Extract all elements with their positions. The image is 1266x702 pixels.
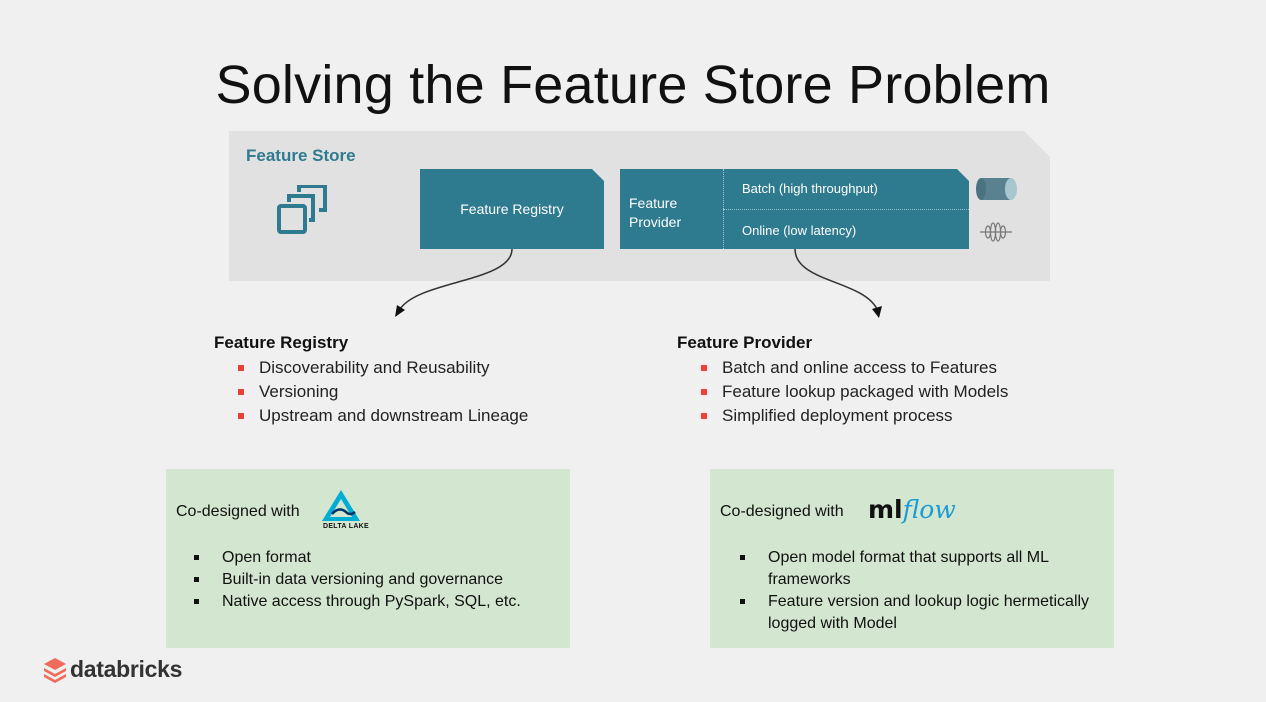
registry-heading: Feature Registry <box>214 333 349 352</box>
page-title: Solving the Feature Store Problem <box>215 55 1051 115</box>
list-item: Feature version and lookup logic hermeti… <box>712 591 1102 635</box>
mlflow-box <box>710 469 1114 648</box>
delta-list: Open format Built-in data versioning and… <box>166 547 521 613</box>
databricks-logo-text: databricks <box>70 656 183 682</box>
database-cylinder-icon <box>976 178 1017 200</box>
provider-arrowhead <box>872 306 882 318</box>
list-item: Feature lookup packaged with Models <box>699 380 1008 404</box>
feature-provider-box-label: Feature Provider <box>629 195 682 230</box>
antenna-waves-icon <box>980 222 1012 242</box>
registry-arrowhead <box>395 305 405 317</box>
feature-store-label: Feature Store <box>246 146 356 165</box>
list-item: Open model format that supports all ML f… <box>712 547 1102 591</box>
delta-codesigned-label: Co-designed with <box>176 503 300 520</box>
list-item: Upstream and downstream Lineage <box>236 404 528 428</box>
registry-arrow <box>399 248 513 310</box>
batch-label: Batch (high throughput) <box>742 181 878 196</box>
list-item: Simplified deployment process <box>699 404 1008 428</box>
list-item: Discoverability and Reusability <box>236 356 528 380</box>
feature-provider-box: Feature Provider Batch (high throughput)… <box>620 169 969 249</box>
delta-lake-box <box>166 469 570 648</box>
provider-list: Batch and online access to Features Feat… <box>699 356 1008 428</box>
stacked-squares-icon <box>277 185 327 234</box>
databricks-logo-icon <box>44 658 66 683</box>
delta-lake-logo-icon <box>322 490 360 521</box>
delta-lake-logo-text: DELTA LAKE <box>322 523 370 530</box>
list-item: Built-in data versioning and governance <box>166 569 521 591</box>
provider-heading: Feature Provider <box>677 333 813 352</box>
list-item: Open format <box>166 547 521 569</box>
mlflow-codesigned-label: Co-designed with <box>720 503 844 520</box>
feature-registry-box: Feature Registry <box>420 169 604 249</box>
mlflow-list: Open model format that supports all ML f… <box>712 547 1102 635</box>
list-item: Versioning <box>236 380 528 404</box>
mlflow-logo: mlflow <box>868 495 956 525</box>
divider <box>723 209 969 210</box>
list-item: Native access through PySpark, SQL, etc. <box>166 591 521 613</box>
mlflow-logo-flow: flow <box>902 495 956 524</box>
registry-list: Discoverability and Reusability Versioni… <box>236 356 528 428</box>
provider-arrow <box>794 248 878 310</box>
feature-registry-box-label: Feature Registry <box>460 201 564 217</box>
list-item: Batch and online access to Features <box>699 356 1008 380</box>
mlflow-logo-ml: ml <box>868 495 903 524</box>
online-label: Online (low latency) <box>742 223 857 238</box>
